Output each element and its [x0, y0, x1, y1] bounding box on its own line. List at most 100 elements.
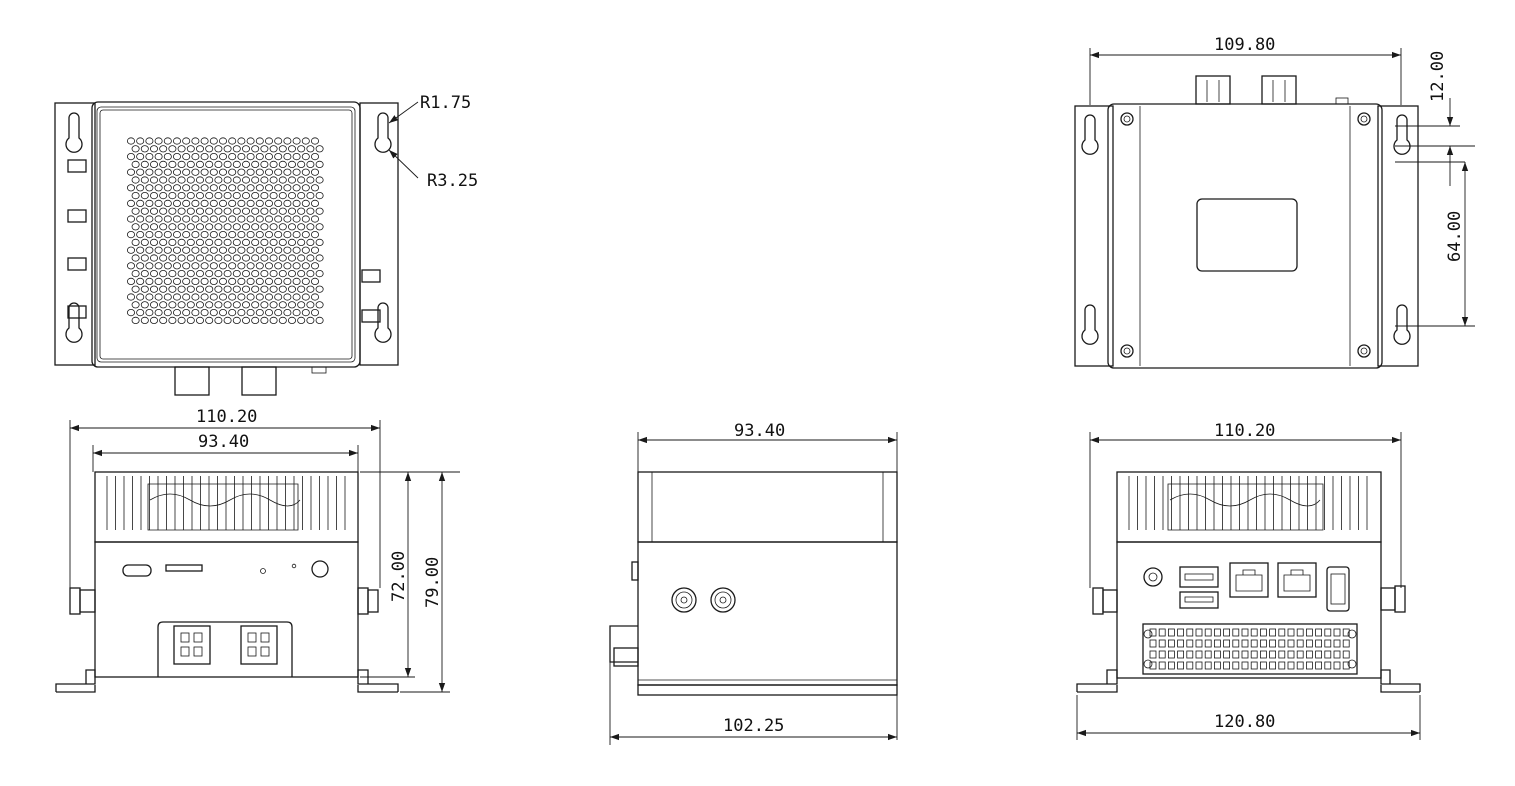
terminal-pin	[1278, 639, 1286, 648]
terminal-pin	[1241, 650, 1249, 659]
vent-hole	[315, 207, 324, 215]
vent-hole	[200, 215, 209, 223]
vent-hole	[154, 184, 163, 192]
vent-hole	[200, 184, 209, 192]
vent-hole	[205, 223, 214, 231]
vent-hole	[159, 316, 168, 324]
vent-hole	[255, 277, 264, 285]
vent-hole	[232, 145, 241, 153]
terminal-pin	[1195, 628, 1203, 637]
terminal-pin	[1232, 628, 1240, 637]
front-view-dimensions: 110.20 93.40 72.00 79.00	[69, 407, 460, 693]
vent-hole	[154, 199, 163, 207]
vent-hole	[278, 254, 287, 262]
vent-hole	[218, 231, 227, 239]
terminal-pin	[1315, 639, 1322, 648]
vent-hole	[287, 269, 296, 278]
vent-hole	[209, 262, 218, 270]
vent-hole	[140, 285, 149, 293]
vent-hole	[278, 269, 287, 278]
terminal-pin	[1260, 661, 1267, 670]
vent-hole	[297, 176, 306, 184]
vent-hole	[214, 223, 223, 231]
vent-hole	[131, 192, 140, 200]
vent-hole	[195, 301, 204, 309]
vent-hole	[168, 285, 177, 293]
vent-hole	[200, 262, 209, 270]
vent-hole	[191, 153, 200, 161]
vent-hole	[274, 277, 283, 285]
vent-hole	[228, 246, 237, 254]
vent-hole	[260, 254, 269, 262]
vent-hole	[232, 160, 241, 168]
vent-hole	[287, 238, 296, 246]
vent-hole	[145, 153, 154, 161]
radius-label-r325: R3.25	[427, 171, 478, 191]
vent-hole	[159, 223, 168, 231]
vent-hole	[136, 168, 145, 176]
vent-hole	[251, 316, 260, 324]
vent-hole	[251, 223, 260, 231]
vent-hole	[269, 207, 278, 215]
vent-hole	[136, 231, 145, 239]
vent-hole	[177, 269, 186, 278]
bottom-view	[1074, 75, 1419, 369]
vent-hole	[149, 285, 158, 293]
vent-hole	[255, 293, 264, 301]
vent-hole	[163, 137, 172, 145]
vent-hole	[136, 262, 145, 270]
vent-hole	[127, 246, 136, 254]
terminal-pin	[1287, 661, 1295, 670]
vent-hole	[251, 145, 260, 153]
vent-hole	[246, 153, 255, 161]
terminal-pin	[1241, 661, 1249, 670]
vent-hole	[191, 199, 200, 207]
terminal-pin	[1214, 628, 1221, 637]
vent-hole	[168, 269, 177, 278]
vent-hole	[200, 137, 209, 145]
terminal-pin	[1315, 650, 1322, 659]
vent-hole	[264, 308, 273, 317]
vent-hole	[241, 269, 250, 278]
vent-hole	[140, 238, 149, 246]
vent-hole	[278, 176, 287, 184]
vent-hole	[228, 231, 237, 239]
vent-hole	[287, 254, 296, 262]
side-view-dimensions: 93.40 102.25	[609, 421, 898, 745]
vent-hole	[223, 160, 232, 168]
vent-hole	[310, 137, 319, 145]
vent-hole	[237, 262, 246, 270]
vent-hole	[186, 160, 195, 168]
terminal-pin	[1223, 628, 1230, 637]
vent-hole	[191, 277, 200, 285]
vent-hole	[140, 207, 149, 215]
vent-hole	[131, 160, 140, 168]
vent-hole	[306, 316, 315, 324]
terminal-pin	[1333, 661, 1341, 670]
vent-hole	[140, 145, 149, 153]
dim-front-height-total: 79.00	[423, 557, 443, 608]
vent-hole	[214, 238, 223, 246]
vent-hole	[127, 262, 136, 270]
vent-hole	[172, 308, 181, 317]
vent-hole	[186, 176, 195, 184]
vent-hole	[168, 160, 177, 168]
terminal-pin	[1186, 628, 1194, 637]
vent-hole	[149, 145, 158, 153]
terminal-pin	[1158, 628, 1166, 637]
vent-hole	[278, 160, 287, 168]
vent-hole	[315, 192, 324, 200]
terminal-pin	[1204, 628, 1212, 637]
vent-hole	[163, 199, 172, 207]
vent-hole	[232, 254, 241, 262]
vent-hole	[228, 199, 237, 207]
vent-hole	[149, 223, 158, 231]
vent-hole	[182, 277, 191, 285]
terminal-pin	[1269, 661, 1276, 670]
vent-hole	[149, 301, 158, 309]
terminal-pin	[1296, 639, 1304, 648]
vent-hole	[182, 293, 191, 301]
vent-hole	[246, 168, 255, 176]
vent-hole	[287, 316, 296, 324]
terminal-screw	[1143, 629, 1153, 639]
